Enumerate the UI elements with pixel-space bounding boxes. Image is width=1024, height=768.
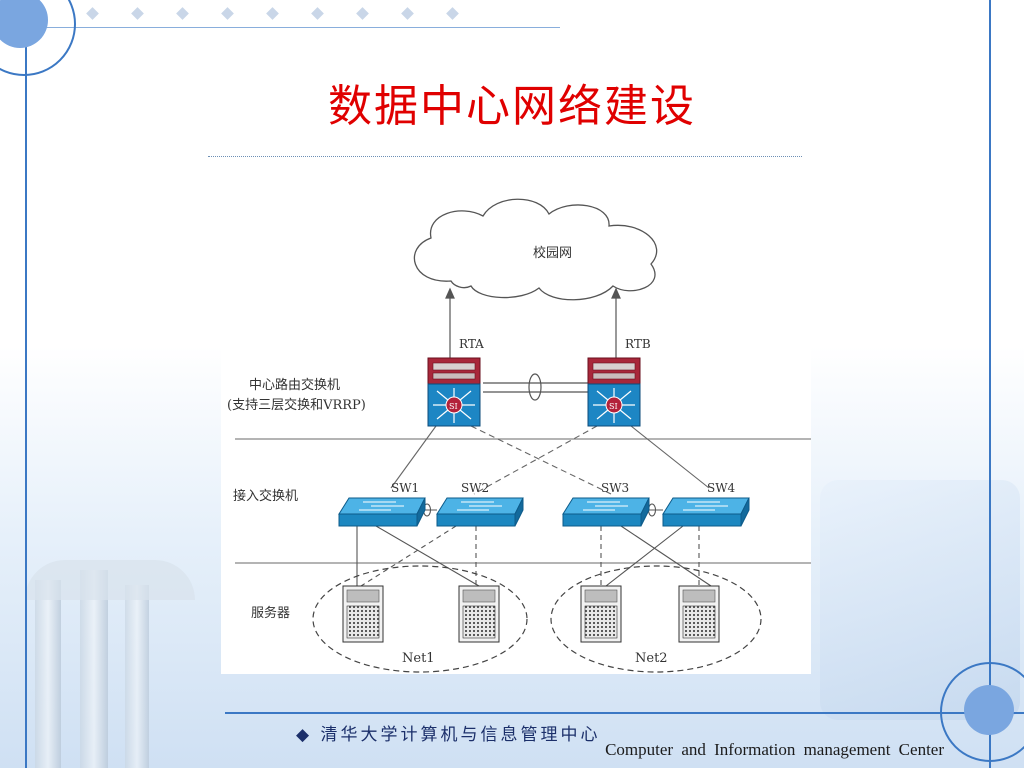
server-group-net2	[550, 565, 762, 673]
layer-label-servers: 服务器	[251, 605, 290, 621]
net-label-net1: Net1	[402, 651, 435, 666]
cloud-label: 校园网	[533, 245, 572, 261]
left-frame-line	[25, 0, 27, 768]
background-building-pillar	[35, 580, 61, 768]
diamond-icon	[401, 7, 414, 20]
background-building-pillar	[125, 585, 149, 768]
router-rta-icon: SI	[427, 357, 481, 427]
switch-label-sw1: SW1	[391, 481, 419, 495]
switch-sw3-icon	[562, 497, 650, 527]
campus-network-cloud: 校园网	[413, 198, 658, 301]
network-diagram: 校园网	[227, 198, 811, 673]
background-building-arch	[25, 560, 195, 600]
router-rtb-chip: SI	[609, 402, 618, 411]
layer-label-core-note: (支持三层交换和VRRP)	[227, 397, 366, 413]
diamond-icon	[131, 7, 144, 20]
switch-label-sw3: SW3	[601, 481, 629, 495]
network-diagram-panel: 校园网	[221, 186, 811, 674]
right-frame-line	[989, 0, 991, 768]
top-frame-line	[0, 27, 560, 28]
title-divider	[208, 156, 802, 157]
footer-organization-english: Computer and Information management Cent…	[605, 740, 944, 759]
layer-label-access: 接入交换机	[233, 488, 298, 504]
footer-organization: ◆ 清华大学计算机与信息管理中心	[296, 725, 601, 745]
uplink-arrows	[445, 287, 621, 358]
diamond-icon	[176, 7, 189, 20]
server-icon	[580, 585, 622, 643]
layer-label-core: 中心路由交换机	[249, 377, 340, 393]
switch-label-sw4: SW4	[707, 481, 736, 495]
server-group-net1	[312, 565, 528, 673]
server-icon	[458, 585, 500, 643]
router-label-rta: RTA	[459, 337, 484, 351]
diamond-icon	[266, 7, 279, 20]
bottom-frame-line	[225, 712, 1024, 714]
top-left-ring-icon	[0, 0, 76, 76]
diamond-icon	[446, 7, 459, 20]
switch-sw1-icon	[338, 497, 426, 527]
core-access-links	[390, 425, 710, 495]
switch-label-sw2: SW2	[461, 481, 489, 495]
diamond-icon	[311, 7, 324, 20]
router-rta-chip: SI	[449, 402, 458, 411]
router-rtb-icon: SI	[587, 357, 641, 427]
router-label-rtb: RTB	[625, 337, 651, 351]
net-label-net2: Net2	[635, 651, 668, 666]
router-interlink	[483, 373, 588, 401]
background-building-pillar	[80, 570, 108, 768]
diamond-icon	[86, 7, 99, 20]
diamond-icon	[356, 7, 369, 20]
bottom-right-ring-icon	[940, 662, 1024, 762]
server-icon	[342, 585, 384, 643]
switch-sw4-icon	[662, 497, 750, 527]
diamond-icon	[221, 7, 234, 20]
slide-title: 数据中心网络建设	[328, 81, 696, 132]
server-icon	[678, 585, 720, 643]
access-server-links	[356, 525, 712, 587]
switch-sw2-icon	[436, 497, 524, 527]
